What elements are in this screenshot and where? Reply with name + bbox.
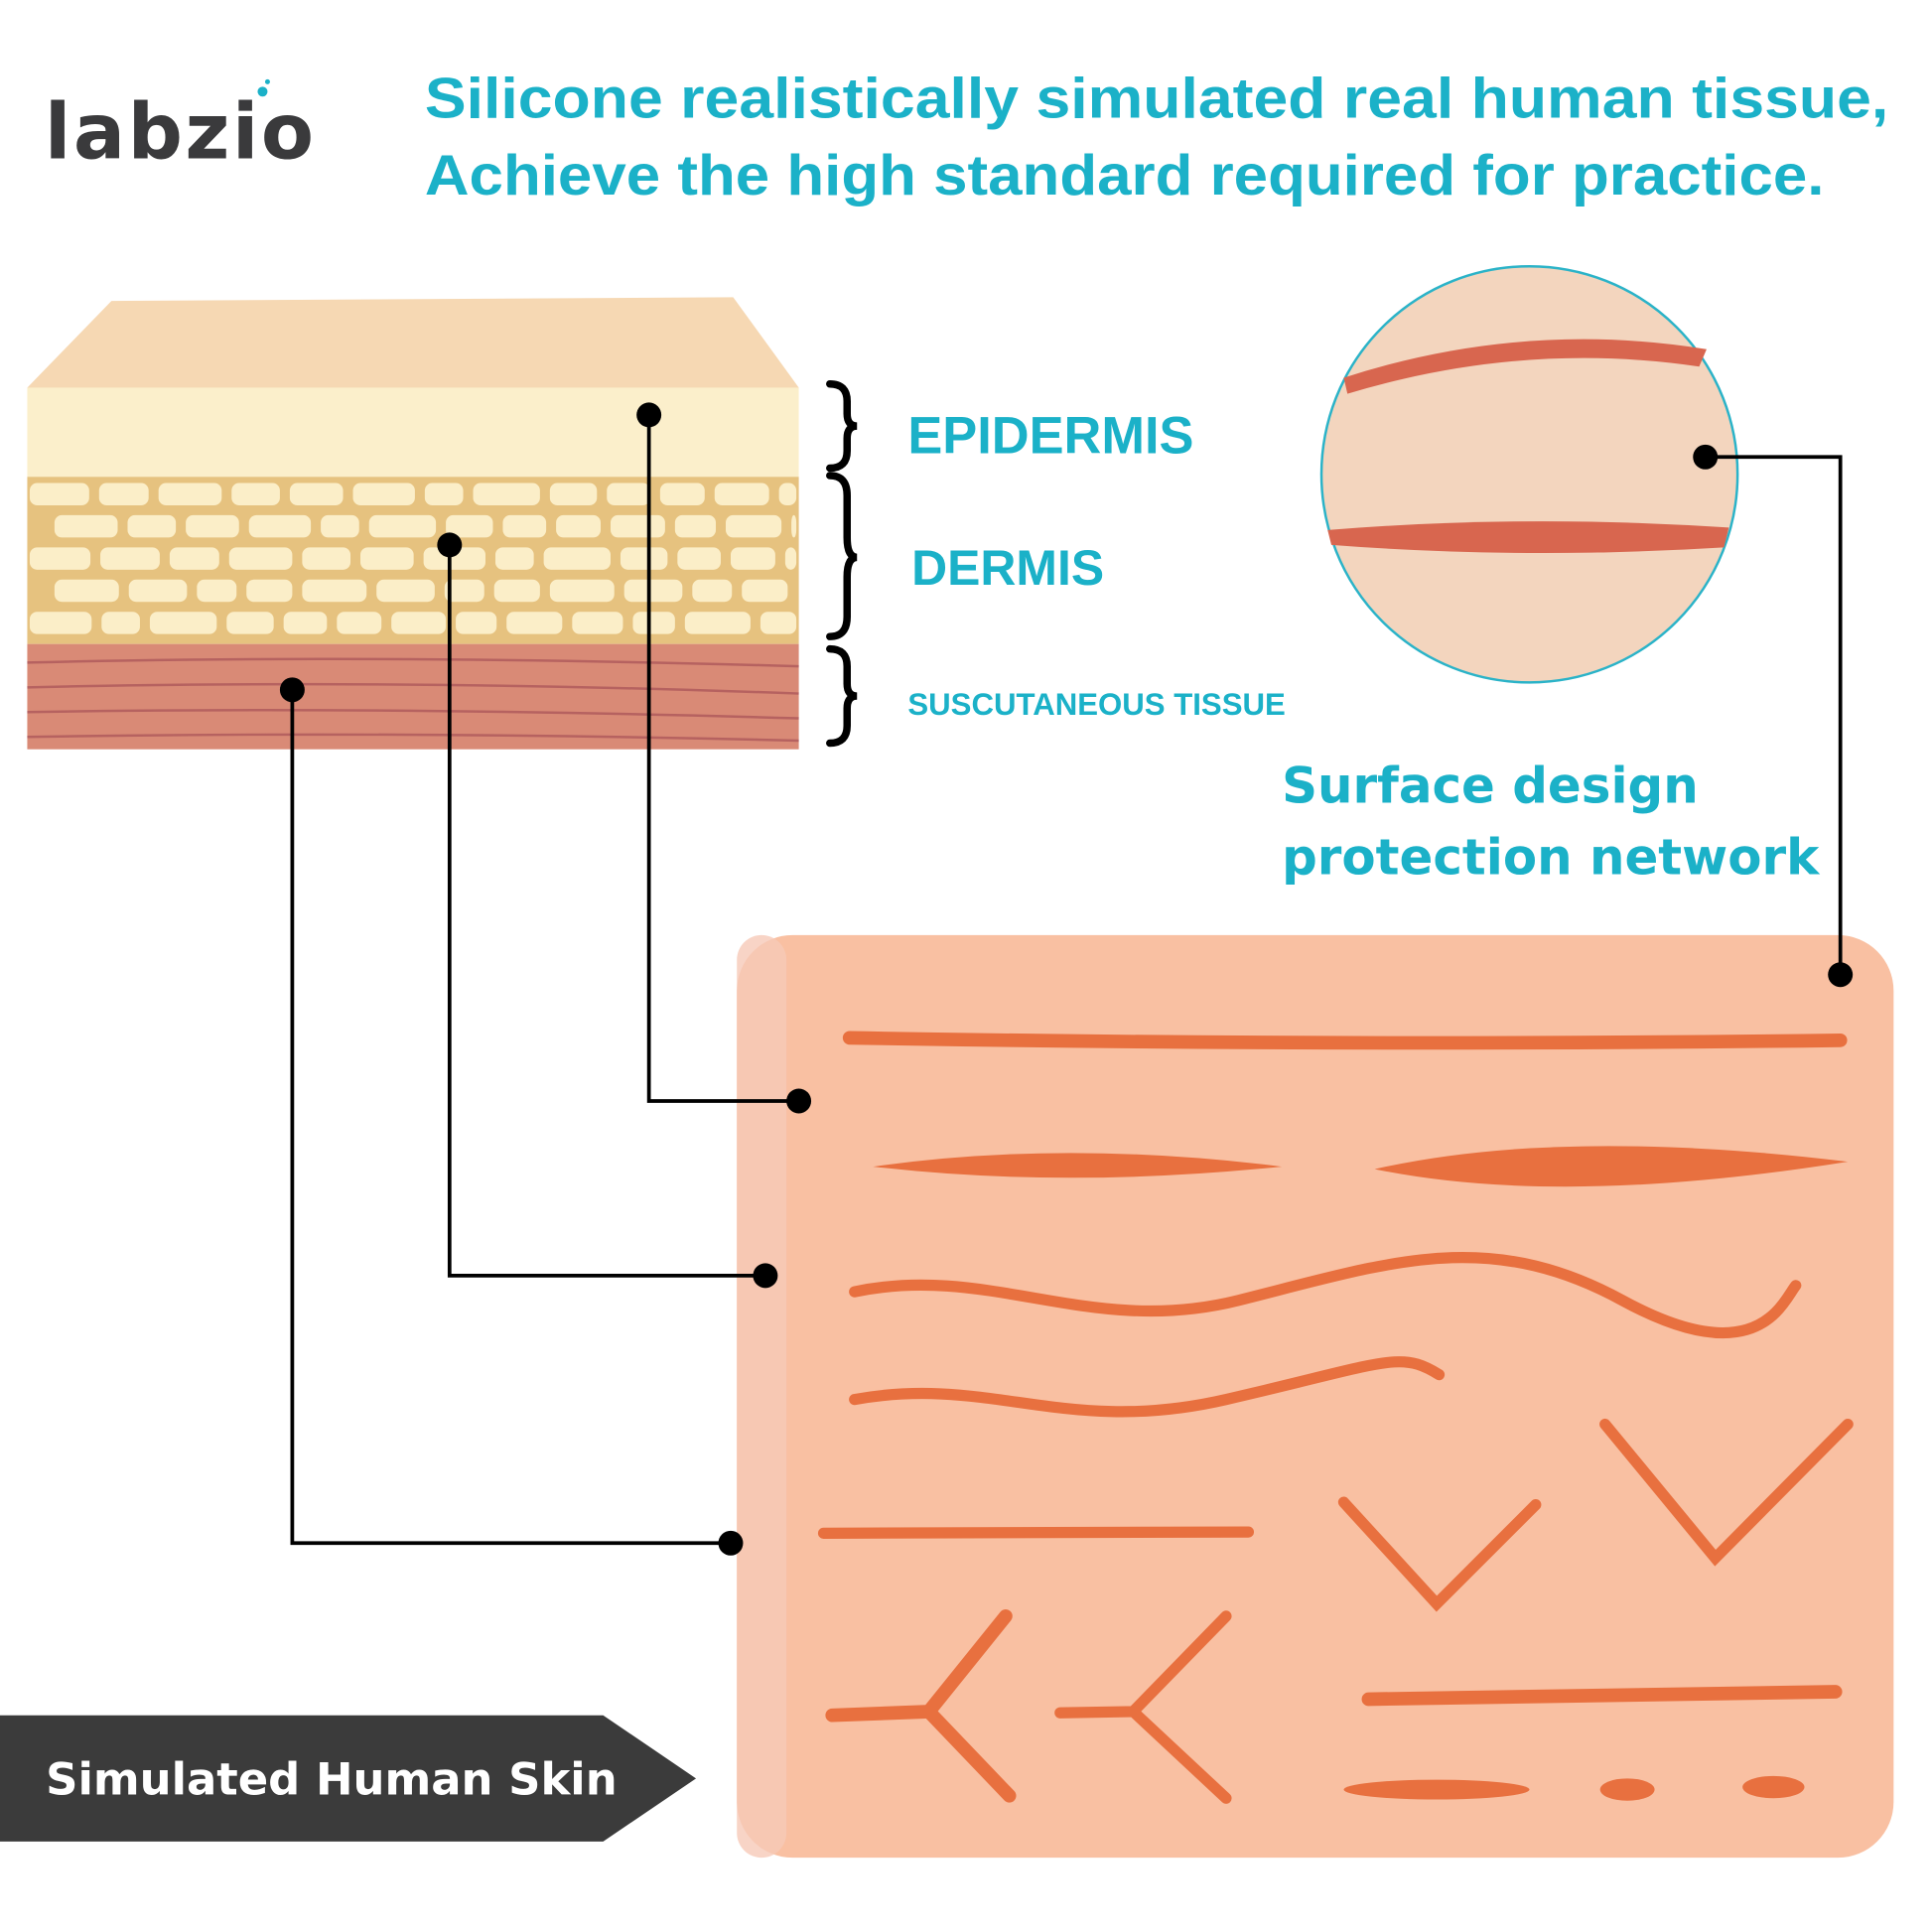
dermis-cell — [677, 547, 722, 570]
dermis-cell — [714, 483, 769, 505]
subcutaneous-dot — [279, 677, 305, 703]
dermis-cell — [101, 612, 140, 634]
dermis-pad-dot — [753, 1263, 778, 1289]
dermis-cell — [784, 547, 797, 570]
subcutaneous-pad-dot — [718, 1530, 744, 1556]
dermis-cell — [302, 547, 351, 570]
dermis-cell — [446, 514, 493, 538]
label-subcutaneous: SUSCUTANEOUS TISSUE — [907, 687, 1285, 722]
logo-text: labzio — [45, 88, 317, 178]
dermis-cell — [620, 547, 668, 570]
label-dermis: DERMIS — [911, 540, 1104, 596]
dermis-cell — [674, 514, 717, 538]
dermis-cell — [730, 547, 775, 570]
dermis-cell — [456, 612, 497, 634]
dermis-cell — [149, 612, 217, 634]
dermis-cell — [368, 514, 437, 538]
dermis-cell — [473, 483, 540, 505]
surface-dot — [1693, 444, 1719, 470]
dermis-cell — [246, 579, 293, 603]
logo-bubble-icon — [264, 78, 270, 84]
headline-line-1: Silicone realistically simulated real hu… — [425, 68, 1888, 131]
product-banner: Simulated Human Skin — [0, 1715, 697, 1842]
dermis-cell — [692, 579, 733, 603]
brace-dermis-icon — [826, 472, 858, 640]
dermis-cell — [376, 579, 435, 603]
dermis-cell — [128, 579, 188, 603]
dermis-cell — [725, 514, 782, 538]
dermis-cell — [127, 514, 177, 538]
layer-braces — [826, 379, 858, 748]
dermis-cell — [29, 612, 92, 634]
dermis-cell — [659, 483, 705, 505]
suture-pad — [737, 934, 1894, 1859]
surface-pad-dot — [1828, 962, 1854, 988]
dermis-cell — [502, 514, 547, 538]
dermis-cell — [29, 483, 89, 505]
dermis-cell — [186, 514, 239, 538]
dermis-cell — [623, 579, 683, 603]
dermis-cell — [543, 547, 611, 570]
dermis-cell — [231, 483, 280, 505]
dermis-cell — [549, 483, 598, 505]
dermis-cell — [493, 579, 540, 603]
dermis-cell — [444, 579, 484, 603]
dermis-cell — [100, 547, 160, 570]
dermis-cell — [54, 579, 119, 603]
dermis-cell — [759, 612, 797, 634]
skin-cross-section — [27, 297, 799, 750]
dermis-cell — [321, 514, 359, 538]
dermis-cell — [556, 514, 602, 538]
label-epidermis: EPIDERMIS — [907, 408, 1193, 466]
dermis-cell — [506, 612, 563, 634]
dermis-cell — [248, 514, 312, 538]
dermis-cell — [337, 612, 382, 634]
dermis-cell — [572, 612, 623, 634]
dermis-cell — [684, 612, 751, 634]
dermis-cell — [494, 547, 534, 570]
dermis-cell — [610, 514, 665, 538]
epidermis-dot — [636, 402, 662, 428]
dermis-cell — [778, 483, 797, 505]
surface-design-line-2: protection network — [1282, 829, 1821, 887]
epidermis-pad-dot — [786, 1088, 812, 1114]
brace-subcutaneous-icon — [826, 644, 858, 748]
labzio-logo: labzio — [45, 78, 317, 178]
brace-epidermis-icon — [826, 379, 858, 473]
dermis-cell — [360, 547, 414, 570]
dermis-cell — [29, 547, 91, 570]
surface-zoom-circle — [1319, 264, 1739, 684]
dermis-cell — [289, 483, 344, 505]
dermis-cell — [352, 483, 415, 505]
dermis-cell — [632, 612, 675, 634]
dermis-cell — [549, 579, 615, 603]
dermis-cell — [283, 612, 328, 634]
connector-lines — [290, 414, 1843, 1546]
dermis-cell — [791, 514, 797, 538]
dermis-dot — [437, 532, 463, 558]
surface-design-line-1: Surface design — [1282, 757, 1699, 814]
headline-line-2: Achieve the high standard required for p… — [425, 144, 1825, 207]
dermis-cell — [197, 579, 237, 603]
dermis-cell — [228, 547, 293, 570]
dermis-cell — [742, 579, 788, 603]
dermis-cell — [158, 483, 222, 505]
dermis-cell — [54, 514, 118, 538]
dermis-cell — [423, 547, 485, 570]
dermis-cell — [98, 483, 149, 505]
dermis-cell — [424, 483, 464, 505]
logo-bubble-icon — [257, 86, 268, 97]
dermis-cell — [607, 483, 650, 505]
banner-label: Simulated Human Skin — [46, 1753, 618, 1806]
dermis-cell — [226, 612, 274, 634]
dermis-cell — [169, 547, 219, 570]
dermis-cell — [302, 579, 367, 603]
dermis-cell — [391, 612, 447, 634]
